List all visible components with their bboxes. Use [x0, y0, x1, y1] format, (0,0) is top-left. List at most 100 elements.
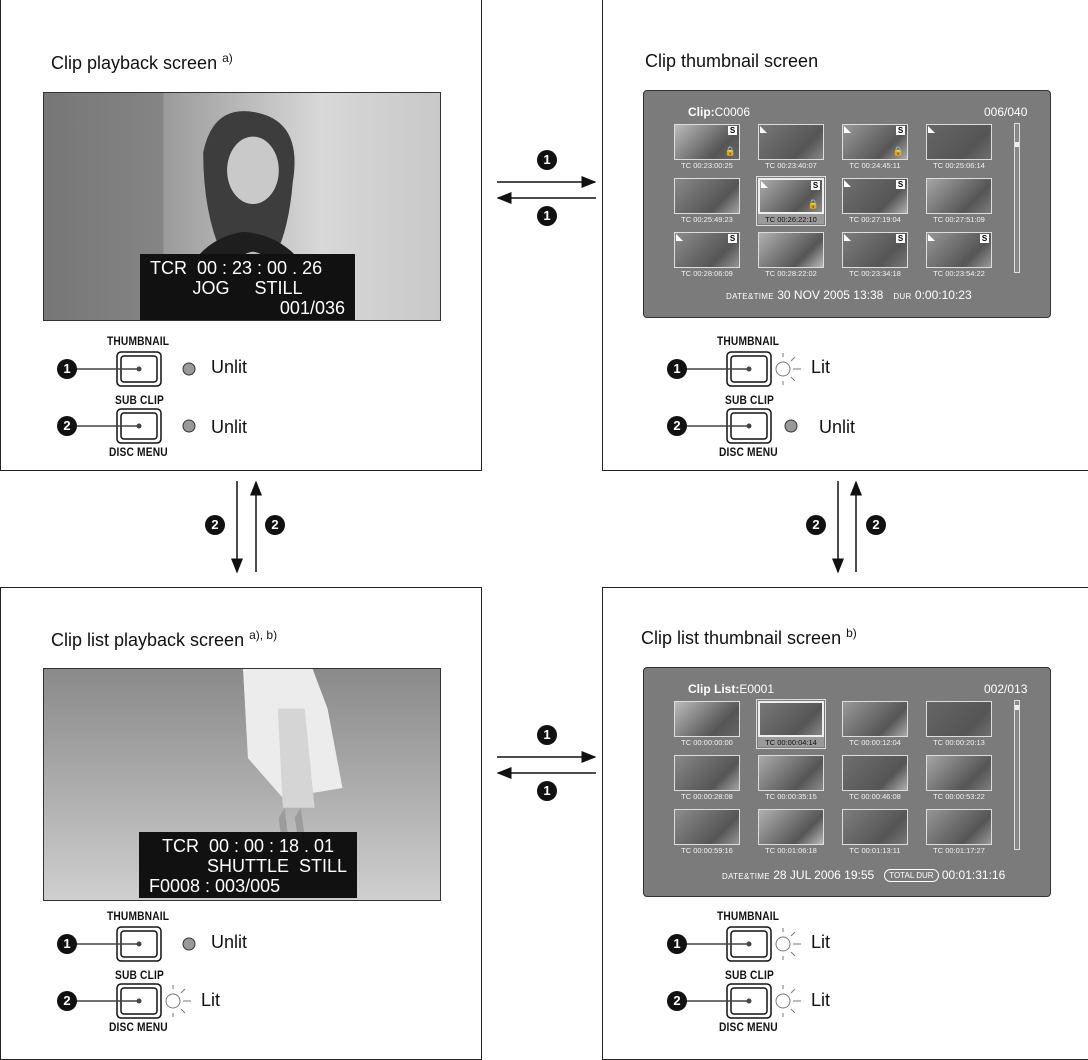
thumbnail-item[interactable]: TC 00:00:53:22 [926, 755, 992, 801]
callout-1-icon: 1 [537, 781, 557, 801]
thumbnail-timecode: TC 00:00:12:04 [849, 738, 901, 747]
thumbnail-button-label: THUMBNAIL [107, 334, 170, 348]
thumbnail-state: Lit [811, 357, 831, 377]
lock-icon: 🔒 [892, 146, 904, 156]
marker-corner-icon [761, 181, 768, 188]
discmenu-button-label: DISC MENU [109, 1020, 168, 1034]
callout-1-icon: 1 [537, 150, 557, 170]
thumbnail-image [674, 701, 740, 737]
thumbnail-image: S [926, 232, 992, 268]
callout-1-icon: 1 [57, 359, 77, 379]
thumbnail-timecode: TC 00:28:22:02 [765, 269, 817, 278]
thumbnail-item[interactable]: TC 00:00:35:15 [758, 755, 824, 801]
thumbnail-timecode: TC 00:25:49:23 [681, 215, 733, 224]
marker-corner-icon [928, 234, 935, 241]
thumbnail-timecode: TC 00:00:20:13 [933, 738, 985, 747]
thumbnail-item[interactable]: TC 00:00:46:08 [842, 755, 908, 801]
shot-mark-icon: S [980, 234, 989, 243]
marker-corner-icon [928, 126, 935, 133]
overlay-line-1: TCR 00 : 00 : 18 . 01 [161, 836, 335, 856]
overlay-line-3: F0008 : 003/005 [149, 876, 281, 896]
button-control-group: 1 2 THUMBNAIL Unlit SUB CLIP DISC MENU U… [51, 331, 331, 471]
callout-1-icon: 1 [667, 934, 687, 954]
thumbnail-item[interactable]: TC 00:00:20:13 [926, 701, 992, 747]
thumbnail-timecode: TC 00:00:59:16 [681, 846, 733, 855]
thumbnail-item[interactable]: TC 00:00:12:04 [842, 701, 908, 747]
callout-2-icon: 2 [57, 991, 77, 1011]
discmenu-button-label: DISC MENU [719, 1020, 778, 1034]
panel-title: Clip playback screen a) [51, 51, 233, 73]
thumbnail-image [842, 809, 908, 845]
thumbnail-timecode: TC 00:27:51:09 [933, 215, 985, 224]
thumbnail-timecode: TC 00:24:45:11 [849, 161, 901, 170]
thumbnail-item[interactable]: TC 00:00:04:14 [756, 699, 826, 749]
thumbnail-item[interactable]: TC 00:00:28:08 [674, 755, 740, 801]
thumbnail-image [758, 755, 824, 791]
overlay-line-3: 001/036 [279, 298, 345, 318]
discmenu-button-label: DISC MENU [109, 445, 168, 459]
thumbnail-image [758, 701, 824, 737]
thumbnail-item[interactable]: TC 00:00:00:00 [674, 701, 740, 747]
shot-mark-icon: S [728, 234, 737, 243]
scrollbar[interactable] [1014, 123, 1020, 273]
button-control-group: 1 2 THUMBNAIL Lit SUB CLIP DISC MENU Lit [661, 906, 941, 1046]
thumbnail-item[interactable]: TC 00:25:49:23 [674, 178, 740, 224]
thumbnail-timecode: TC 00:00:46:08 [849, 792, 901, 801]
subclip-state: Unlit [211, 417, 248, 437]
discmenu-button-label: DISC MENU [719, 445, 778, 459]
thumbnail-image [674, 755, 740, 791]
thumbnail-item[interactable]: S🔒TC 00:26:22:10 [756, 176, 826, 226]
button-control-group: 1 2 THUMBNAIL Lit SUB CLIP DISC MENU Unl… [661, 331, 941, 471]
panel-title: Clip list playback screen a), b) [51, 628, 278, 650]
thumbnail-item[interactable]: S🔒TC 00:23:00:25 [674, 124, 740, 170]
marker-corner-icon [760, 126, 767, 133]
thumbnail-button-label: THUMBNAIL [107, 909, 170, 923]
thumbnail-timecode: TC 00:00:35:15 [765, 792, 817, 801]
thumbnail-timecode: TC 00:00:00:00 [681, 738, 733, 747]
clip-name-label: Clip:C0006 [688, 105, 751, 119]
thumbnail-item[interactable]: TC 00:01:17:27 [926, 809, 992, 855]
overlay-line-1: TCR 00 : 23 : 00 . 26 [150, 258, 323, 278]
callout-2-icon: 2 [667, 416, 687, 436]
thumbnail-image [842, 701, 908, 737]
callout-2-icon: 2 [205, 515, 225, 535]
callout-2-icon: 2 [806, 515, 826, 535]
thumbnail-image: S🔒 [674, 124, 740, 160]
clip-thumbnail-panel: Clip thumbnail screen Clip:C0006 006/040… [602, 0, 1088, 471]
lock-icon: 🔒 [724, 146, 736, 156]
footer-info: DATE&TIME 30 NOV 2005 13:38 DUR 0:00:10:… [726, 288, 972, 302]
thumbnail-item[interactable]: TC 00:01:13:11 [842, 809, 908, 855]
thumbnail-timecode: TC 00:23:00:25 [681, 161, 733, 170]
thumbnail-image [926, 701, 992, 737]
thumbnail-button-label: THUMBNAIL [717, 909, 780, 923]
footer-info: DATE&TIME 28 JUL 2006 19:55 TOTAL DUR 00… [722, 868, 1006, 883]
thumbnail-item[interactable]: TC 00:27:51:09 [926, 178, 992, 224]
thumbnail-item[interactable]: TC 00:25:06:14 [926, 124, 992, 170]
thumbnail-image [674, 809, 740, 845]
scrollbar[interactable] [1014, 700, 1020, 850]
thumbnail-item[interactable]: S🔒TC 00:24:45:11 [842, 124, 908, 170]
thumbnail-item[interactable]: TC 00:00:59:16 [674, 809, 740, 855]
thumbnail-image [758, 124, 824, 160]
subclip-state: Lit [811, 990, 831, 1010]
clip-counter: 002/013 [984, 682, 1028, 696]
subclip-button-label: SUB CLIP [115, 393, 164, 407]
subclip-button-label: SUB CLIP [725, 393, 774, 407]
marker-corner-icon [844, 126, 851, 133]
thumbnail-item[interactable]: TC 00:23:40:07 [758, 124, 824, 170]
thumbnail-item[interactable]: TC 00:28:22:02 [758, 232, 824, 278]
callout-2-icon: 2 [265, 515, 285, 535]
subclip-state: Lit [201, 990, 221, 1010]
button-diagram [683, 926, 801, 1019]
marker-corner-icon [844, 180, 851, 187]
subclip-button-label: SUB CLIP [725, 968, 774, 982]
shot-mark-icon: S [896, 234, 905, 243]
thumbnail-image [674, 178, 740, 214]
thumbnail-item[interactable]: TC 00:01:06:18 [758, 809, 824, 855]
